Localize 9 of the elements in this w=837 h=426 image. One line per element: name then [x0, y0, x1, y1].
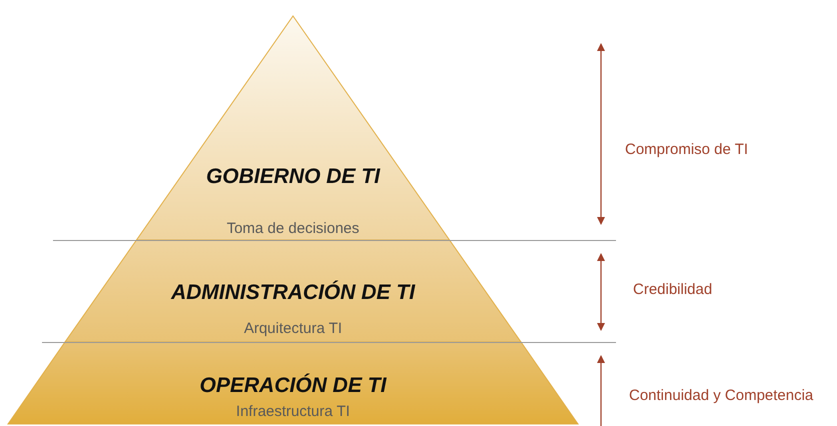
side-label: Continuidad y Competencia [629, 387, 814, 405]
side-label: Compromiso de TI [625, 141, 748, 159]
tier-title: ADMINISTRACIÓN DE TI [170, 281, 416, 305]
tier-subtitle: Toma de decisiones [226, 220, 360, 238]
tier-subtitle: Infraestructura TI [235, 403, 351, 421]
side-label: Credibilidad [633, 281, 712, 299]
tier-subtitle: Arquitectura TI [242, 320, 344, 338]
tier-title: OPERACIÓN DE TI [198, 374, 388, 398]
tier-title: GOBIERNO DE TI [205, 165, 382, 189]
